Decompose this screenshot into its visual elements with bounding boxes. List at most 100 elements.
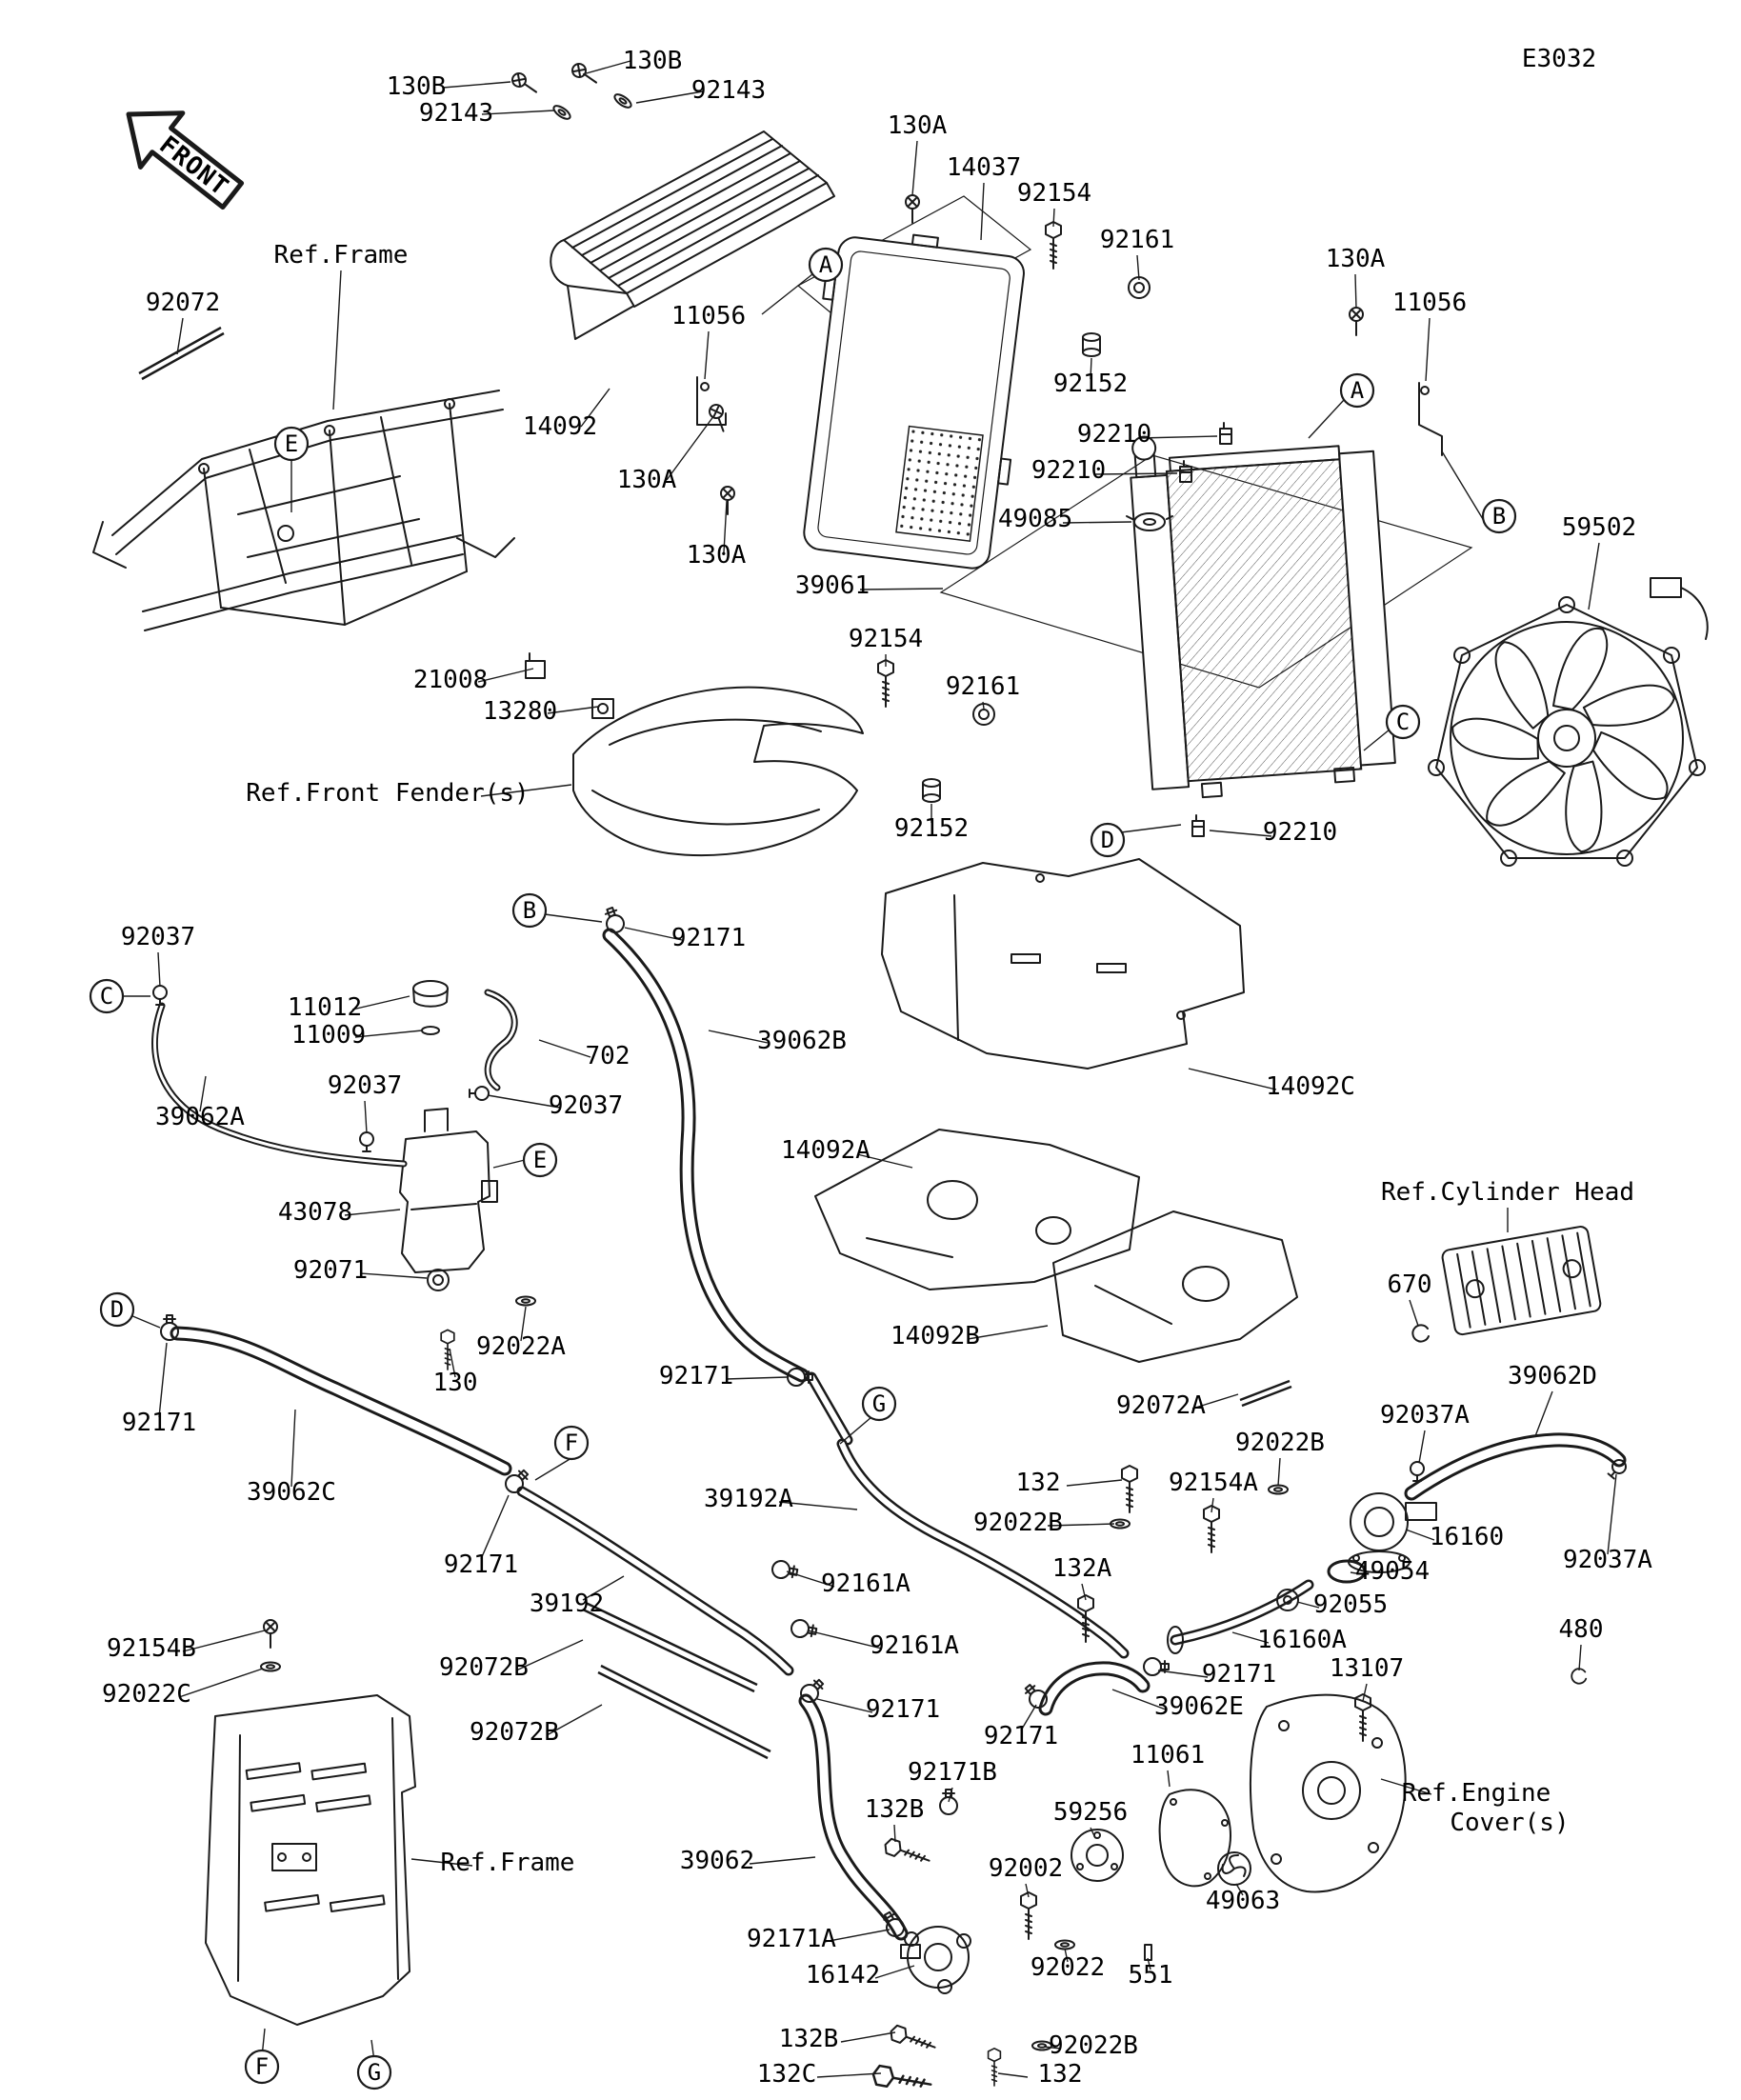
- part-label: 132C: [757, 2060, 817, 2089]
- part-label: 92154: [849, 625, 923, 653]
- tank-cap: [412, 980, 449, 1008]
- thermostat-cap: [1276, 1589, 1299, 1611]
- part-label: 92143: [691, 76, 766, 105]
- bolt-130b: [569, 60, 602, 90]
- ref-label: Cover(s): [1450, 1809, 1569, 1837]
- bolt-130a: [720, 486, 735, 515]
- part-label: 49063: [1206, 1887, 1280, 1915]
- bolt-132b: [881, 1836, 933, 1870]
- collar-92152: [922, 778, 941, 803]
- part-label: 39061: [795, 571, 870, 600]
- callout-f-2: F: [244, 2049, 280, 2085]
- svg-text:E: E: [533, 1147, 547, 1173]
- washer-92022c: [260, 1661, 281, 1672]
- callout-e-2: E: [522, 1142, 558, 1178]
- screen-panel: [803, 233, 1025, 570]
- bolt-130b: [509, 70, 542, 99]
- bolt-92154a: [1203, 1505, 1220, 1553]
- callout-g-2: G: [356, 2054, 392, 2090]
- part-label: 13107: [1330, 1654, 1404, 1683]
- radiator: [1130, 435, 1396, 799]
- part-label: 13280: [483, 697, 557, 726]
- part-label: 92171: [1202, 1660, 1276, 1689]
- part-label: 92161A: [870, 1631, 959, 1660]
- part-label: 92171: [984, 1722, 1058, 1750]
- tie-straps: [138, 326, 1292, 1760]
- page-code: E3032: [1522, 45, 1596, 73]
- clamp-92037: [152, 985, 168, 1006]
- part-label: 92171: [659, 1362, 733, 1390]
- part-label: 702: [586, 1042, 630, 1070]
- bolt-132: [987, 2048, 1002, 2087]
- bolt-130a: [1349, 307, 1364, 336]
- part-label: 92072B: [470, 1718, 559, 1747]
- callout-c-1: C: [1385, 704, 1421, 740]
- collar-92152: [1082, 332, 1101, 357]
- part-label: 59256: [1053, 1798, 1128, 1827]
- louver-shroud: [550, 130, 835, 340]
- part-label: 14037: [947, 153, 1021, 182]
- clip-92210: [1219, 422, 1232, 445]
- svg-text:B: B: [1492, 503, 1506, 530]
- part-label: 92161A: [821, 1570, 911, 1598]
- cooling-fan: [1428, 577, 1709, 867]
- front-fender: [572, 686, 864, 857]
- thermostat-oring: [1327, 1559, 1367, 1584]
- clamp-92037: [469, 1086, 490, 1101]
- svg-text:C: C: [100, 983, 113, 1010]
- part-label: 11012: [288, 993, 362, 1022]
- part-label: 49054: [1355, 1557, 1430, 1586]
- part-label: 92152: [1053, 370, 1128, 398]
- part-label: 39192A: [704, 1485, 793, 1513]
- part-label: 92154: [1017, 179, 1091, 208]
- svg-text:F: F: [565, 1430, 578, 1456]
- part-label: 132B: [865, 1795, 925, 1824]
- part-label: 59502: [1562, 513, 1636, 542]
- bolt-92154: [1045, 221, 1062, 270]
- bolt-132c: [870, 2063, 934, 2095]
- part-label: 11009: [291, 1021, 366, 1050]
- screw-92154b: [263, 1619, 278, 1649]
- skid-plate: [205, 1694, 416, 2026]
- part-label: 92022A: [476, 1332, 566, 1361]
- part-label: 480: [1559, 1615, 1604, 1644]
- svg-text:B: B: [523, 897, 536, 924]
- washer-92022: [1054, 1939, 1075, 1950]
- clip-92161a: [789, 1617, 819, 1641]
- part-label: 39062D: [1508, 1362, 1597, 1390]
- part-label: 670: [1388, 1270, 1432, 1299]
- callout-g-1: G: [861, 1386, 897, 1422]
- ref-label: Ref.Front Fender(s): [246, 779, 529, 808]
- part-label: 130: [433, 1369, 478, 1397]
- part-label: 11056: [1392, 289, 1467, 317]
- part-label: 130B: [387, 72, 447, 101]
- part-label: 43078: [278, 1198, 352, 1227]
- clip-92210: [1191, 814, 1205, 837]
- water-pump-cover: [1071, 1829, 1124, 1882]
- washer-92022a: [515, 1295, 536, 1307]
- part-label: 130A: [1326, 245, 1386, 273]
- washer-92143: [550, 102, 573, 123]
- grommet-92071: [427, 1269, 450, 1291]
- bolt-92154: [877, 659, 894, 708]
- impeller: [1217, 1851, 1251, 1886]
- part-label: 130A: [617, 466, 677, 494]
- part-label: 132B: [779, 2025, 839, 2053]
- water-pump-gasket: [1158, 1789, 1231, 1888]
- ref-label: Ref.Cylinder Head: [1381, 1178, 1634, 1207]
- clamp-92037: [359, 1131, 374, 1152]
- part-label: 92171: [866, 1695, 940, 1724]
- leader-lines: [120, 60, 1617, 2078]
- part-label: 14092: [523, 412, 597, 441]
- bolt-92002: [1020, 1891, 1037, 1940]
- hose-39062b: [602, 928, 810, 1383]
- heat-shield-mid: [814, 1129, 1140, 1290]
- part-label: 92154B: [107, 1634, 196, 1663]
- part-label: 92037: [549, 1091, 623, 1120]
- frame-illustration: [92, 390, 515, 631]
- part-label: 92071: [293, 1256, 368, 1285]
- washer-92143: [611, 90, 634, 111]
- part-label: 92143: [419, 99, 493, 128]
- part-label: 39192: [530, 1590, 604, 1618]
